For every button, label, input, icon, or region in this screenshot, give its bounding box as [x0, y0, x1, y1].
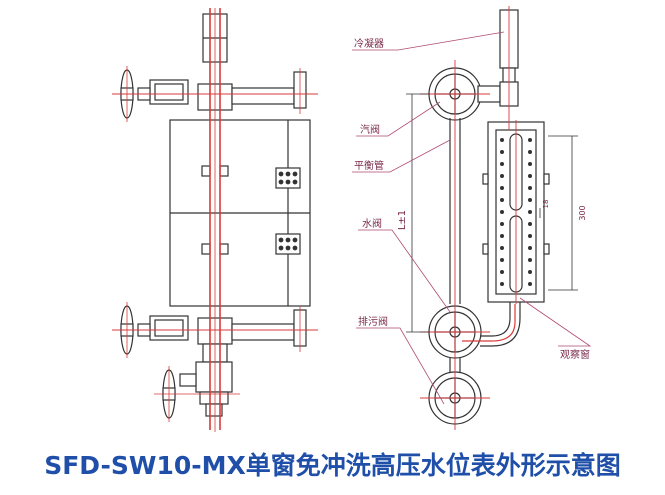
diagram-caption: SFD-SW10-MX单窗免冲洗高压水位表外形示意图	[44, 451, 621, 480]
label-window: 观察窗	[560, 348, 590, 361]
label-condenser: 冷凝器	[354, 37, 384, 50]
front-clamp-lower	[275, 233, 301, 255]
side-view	[428, 9, 550, 425]
gauge-outline-drawing: L±1 300 18 冷凝器 汽阀 平衡管 水阀 排污阀 观察窗	[112, 6, 592, 432]
front-clamp-upper	[275, 167, 301, 189]
dimensions	[406, 93, 578, 333]
dim-visible-label: 300	[578, 205, 587, 220]
side-window-bolts	[500, 138, 532, 286]
label-steam-valve: 汽阀	[360, 123, 380, 136]
side-center-lines	[420, 6, 517, 430]
dim-L-label: L±1	[397, 210, 408, 230]
front-view	[120, 13, 311, 419]
front-drain-valve	[162, 343, 233, 419]
dim-gap-label: 18	[542, 200, 550, 209]
label-balance-pipe: 平衡管	[354, 159, 384, 172]
front-center-pipe	[112, 8, 318, 432]
label-drain-valve: 排污阀	[358, 315, 388, 328]
label-water-valve: 水阀	[362, 217, 382, 230]
leaders	[352, 31, 592, 405]
